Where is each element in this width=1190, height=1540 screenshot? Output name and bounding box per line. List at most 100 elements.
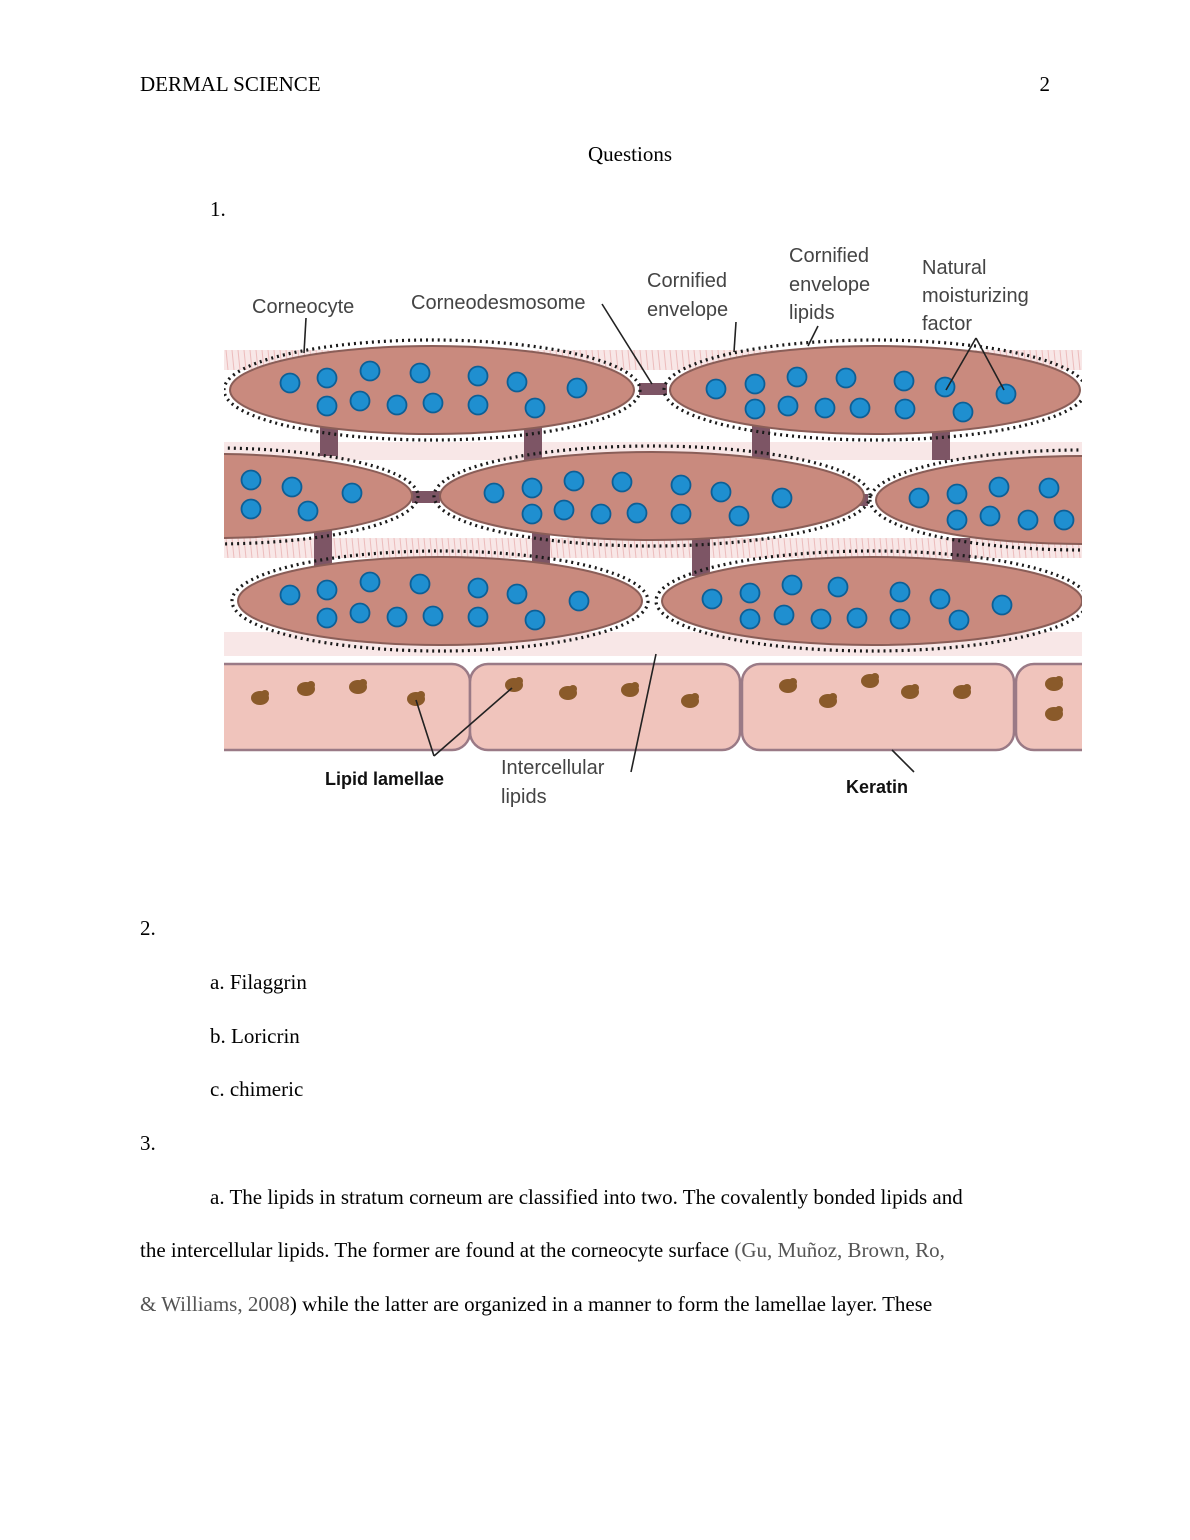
citation: & Williams, 2008 bbox=[140, 1292, 290, 1316]
nmf-dot bbox=[889, 581, 911, 603]
nmf-dot bbox=[988, 476, 1010, 498]
lipid-fiber bbox=[561, 537, 565, 559]
lipid-fiber bbox=[657, 349, 661, 371]
lipid-fiber bbox=[663, 349, 667, 371]
lipid-fiber bbox=[843, 537, 847, 559]
question-3-number: 3. bbox=[140, 1131, 156, 1155]
label-lipid-lamellae: Lipid lamellae bbox=[325, 769, 444, 789]
keratin-granule bbox=[691, 693, 699, 701]
nmf-dot bbox=[1017, 509, 1039, 531]
nmf-dot bbox=[422, 605, 444, 627]
lipid-fiber bbox=[339, 537, 343, 559]
lipid-fiber bbox=[855, 537, 859, 559]
nmf-dot bbox=[952, 401, 974, 423]
lipid-fiber bbox=[303, 537, 307, 559]
lipid-fiber bbox=[507, 537, 511, 559]
cornified-envelope-lipids bbox=[224, 338, 642, 442]
lipid-fiber bbox=[621, 537, 625, 559]
lipid-fiber bbox=[795, 537, 799, 559]
nmf-dot bbox=[386, 606, 408, 628]
leader-line bbox=[807, 325, 819, 347]
corneodesmosome bbox=[412, 491, 440, 503]
paragraph-text: the intercellular lipids. The former are… bbox=[140, 1238, 735, 1262]
cornified-envelope-lipids bbox=[654, 549, 1082, 653]
lipid-fiber bbox=[987, 537, 991, 559]
citation: (Gu, Muñoz, Brown, Ro, bbox=[734, 1238, 945, 1262]
label-cornified-envelope-2: envelope bbox=[647, 299, 728, 321]
label-keratin: Keratin bbox=[846, 777, 908, 797]
lipid-fiber bbox=[585, 537, 589, 559]
lipid-fiber bbox=[627, 349, 631, 371]
lipid-fiber bbox=[309, 537, 313, 559]
cornified-envelope-lipids bbox=[230, 549, 650, 653]
lipid-fiber bbox=[801, 537, 805, 559]
nmf-dot bbox=[553, 499, 575, 521]
lipid-fiber bbox=[867, 537, 871, 559]
lipid-fiber bbox=[381, 537, 385, 559]
lipid-fiber bbox=[711, 537, 715, 559]
leader-line bbox=[975, 337, 1005, 391]
nmf-dot bbox=[279, 372, 301, 394]
corneodesmosome bbox=[532, 532, 550, 570]
nmf-dot bbox=[349, 602, 371, 624]
lipid-fiber bbox=[489, 537, 493, 559]
lipid-fiber bbox=[375, 537, 379, 559]
keratin-granule bbox=[789, 678, 797, 686]
nmf-dot bbox=[786, 366, 808, 388]
nmf-dot bbox=[506, 371, 528, 393]
nmf-dot bbox=[467, 577, 489, 599]
lipid-fiber bbox=[879, 537, 883, 559]
nmf-dot bbox=[670, 474, 692, 496]
lipid-fiber bbox=[621, 349, 625, 371]
lipid-fiber bbox=[249, 349, 253, 371]
lipid-fiber bbox=[1053, 349, 1057, 371]
keratin-granule bbox=[911, 684, 919, 692]
nmf-dot bbox=[814, 397, 836, 419]
label-cornified-envelope-1: Cornified bbox=[647, 270, 727, 292]
lipid-fiber bbox=[807, 537, 811, 559]
paragraph-line-2: the intercellular lipids. The former are… bbox=[140, 1237, 945, 1263]
lipid-fiber bbox=[459, 537, 463, 559]
lipid-fiber bbox=[423, 537, 427, 559]
lipid-fiber bbox=[741, 537, 745, 559]
nmf-dot bbox=[626, 502, 648, 524]
corneocyte bbox=[669, 345, 1081, 435]
nmf-dot bbox=[568, 590, 590, 612]
lipid-fiber bbox=[1071, 349, 1075, 371]
lipid-fiber bbox=[777, 537, 781, 559]
lipid-band bbox=[224, 442, 1082, 460]
nmf-dot bbox=[739, 608, 761, 630]
list-item-filaggrin: a. Filaggrin bbox=[210, 970, 307, 994]
label-corneodesmosome: Corneodesmosome bbox=[411, 292, 586, 314]
nmf-dot bbox=[1053, 509, 1075, 531]
lipid-fiber bbox=[645, 537, 649, 559]
lipid-fiber bbox=[477, 537, 481, 559]
lipid-fiber bbox=[363, 537, 367, 559]
lipid-fiber bbox=[447, 537, 451, 559]
lipid-fiber bbox=[837, 537, 841, 559]
lipid-fiber bbox=[615, 537, 619, 559]
lipid-fiber bbox=[249, 537, 253, 559]
leader-line bbox=[303, 317, 307, 354]
lipid-fiber bbox=[783, 537, 787, 559]
nmf-dot bbox=[409, 573, 431, 595]
question-2-number: 2. bbox=[140, 916, 156, 940]
lipid-fiber bbox=[369, 537, 373, 559]
cornified-envelope-lipids bbox=[868, 448, 1082, 552]
lipid-fiber bbox=[669, 349, 673, 371]
lipid-fiber bbox=[813, 537, 817, 559]
nmf-dot bbox=[744, 398, 766, 420]
nmf-dot bbox=[705, 378, 727, 400]
keratin-granule bbox=[417, 691, 425, 699]
nmf-dot bbox=[524, 609, 546, 631]
nmf-dot bbox=[894, 398, 916, 420]
lipid-fiber bbox=[231, 537, 235, 559]
lipid-fiber bbox=[405, 537, 409, 559]
lipid-fiber bbox=[1077, 349, 1081, 371]
lipid-fiber bbox=[417, 537, 421, 559]
lipid-fiber bbox=[333, 537, 337, 559]
nmf-dot bbox=[524, 397, 546, 419]
lamellae-cell bbox=[740, 662, 1016, 752]
lipid-fiber bbox=[651, 349, 655, 371]
nmf-dot bbox=[995, 383, 1017, 405]
